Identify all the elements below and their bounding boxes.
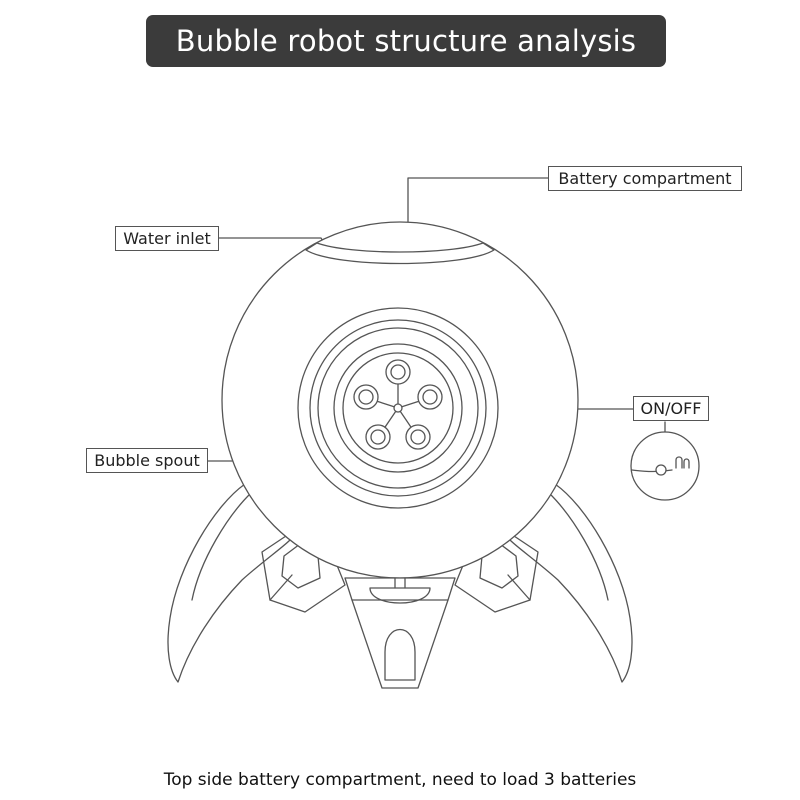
face-rings [297, 307, 499, 509]
title-banner: Bubble robot structure analysis [146, 15, 666, 67]
robot-body [221, 221, 579, 579]
label-on-off: ON/OFF [633, 396, 709, 421]
bottom-nozzle [344, 577, 456, 689]
bubble-wand [353, 359, 443, 450]
label-bubble-spout: Bubble spout [86, 448, 208, 473]
top-band [305, 242, 495, 265]
page-title: Bubble robot structure analysis [175, 24, 637, 58]
label-water-inlet: Water inlet [115, 226, 219, 251]
switch-detail [630, 421, 700, 501]
label-battery-compartment: Battery compartment [548, 166, 742, 191]
caption: Top side battery compartment, need to lo… [163, 770, 637, 790]
